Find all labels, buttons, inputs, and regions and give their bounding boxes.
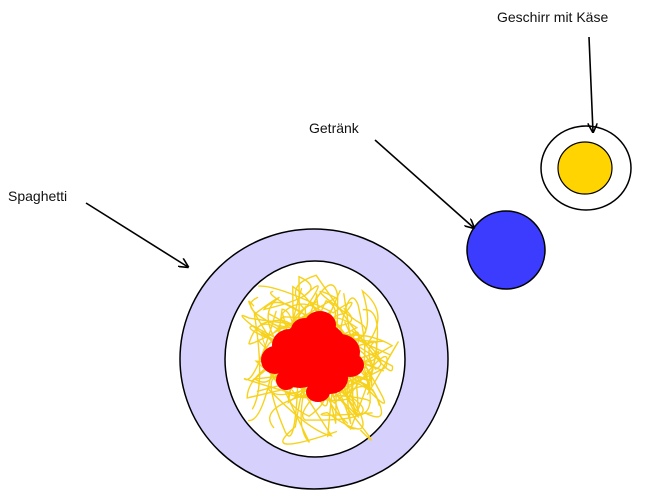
sauce-blob bbox=[306, 382, 330, 402]
sauce-blob bbox=[276, 370, 296, 390]
tomato-sauce bbox=[261, 311, 364, 402]
cheese-dish bbox=[540, 125, 632, 211]
label-cheese-dish: Geschirr mit Käse bbox=[497, 9, 609, 25]
arrow-spaghetti bbox=[85, 202, 188, 267]
sauce-blob bbox=[261, 346, 289, 374]
sauce-blob bbox=[291, 318, 319, 342]
drink-glass bbox=[466, 210, 546, 290]
noodle-strand bbox=[294, 274, 394, 372]
noodle-strand bbox=[320, 308, 379, 430]
label-drink: Getränk bbox=[309, 120, 359, 136]
label-spaghetti: Spaghetti bbox=[8, 188, 68, 204]
noodle-strand bbox=[251, 296, 380, 410]
cheese bbox=[557, 141, 613, 195]
arrow-drink bbox=[374, 139, 474, 228]
arrow-cheese-dish bbox=[589, 36, 593, 132]
noodle-strand bbox=[248, 300, 394, 437]
spaghetti-plate bbox=[179, 228, 449, 490]
sauce-blob bbox=[336, 353, 364, 377]
